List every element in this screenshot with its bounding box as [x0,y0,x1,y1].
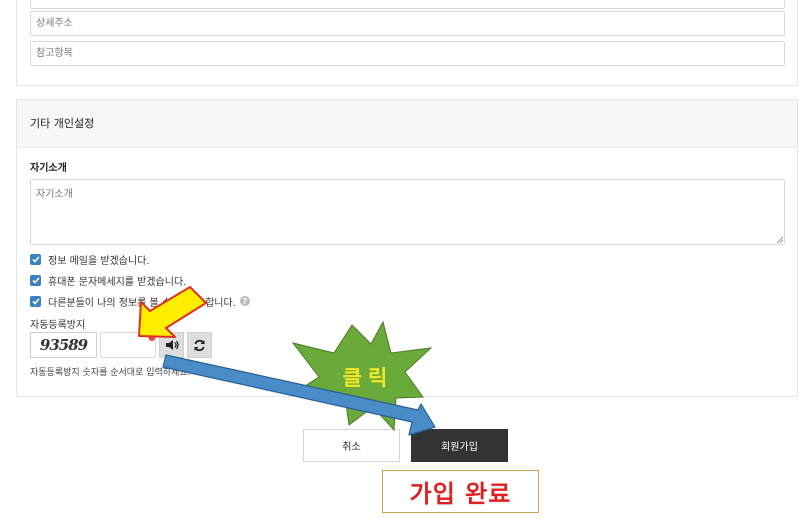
refresh-icon [194,339,205,351]
etc-settings-header [16,99,798,148]
address-top-field[interactable] [30,0,785,9]
cancel-button[interactable]: 취소 [303,429,400,462]
checkbox-checked-icon[interactable] [30,274,41,286]
intro-textarea[interactable] [30,179,785,245]
checkbox-checked-icon[interactable] [30,295,41,307]
click-annotation: 클릭 [342,366,394,390]
signup-complete-annotation: 가입 완료 [382,470,539,513]
resize-grip-icon[interactable] [776,236,784,244]
option-mailing[interactable]: 정보 메일을 받겠습니다. [30,252,150,267]
join-button[interactable]: 회원가입 [411,429,508,462]
captcha-image: 93589 [30,332,97,358]
option-sms-label: 휴대폰 문자메세지를 받겠습니다. [48,276,187,288]
option-sms[interactable]: 휴대폰 문자메세지를 받겠습니다. [30,273,187,288]
speaker-icon [165,340,179,350]
question-icon[interactable]: ? [239,296,250,306]
option-mailing-label: 정보 메일을 받겠습니다. [48,255,150,267]
required-mark: ● [148,333,156,343]
captcha-refresh-button[interactable] [187,332,212,358]
captcha-help-text: 자동등록방지 숫자를 순서대로 입력하세요. [30,368,191,378]
checkbox-checked-icon[interactable] [30,253,41,265]
blue-arrow-icon [162,354,436,436]
address-extra-input[interactable] [30,41,785,66]
yellow-arrow-icon [138,286,207,338]
captcha-label: 자동등록방지 [30,320,86,331]
intro-label: 자기소개 [30,163,67,174]
etc-settings-title: 기타 개인설정 [30,117,95,130]
address-detail-input[interactable] [30,11,785,36]
starburst-icon [289,320,433,432]
